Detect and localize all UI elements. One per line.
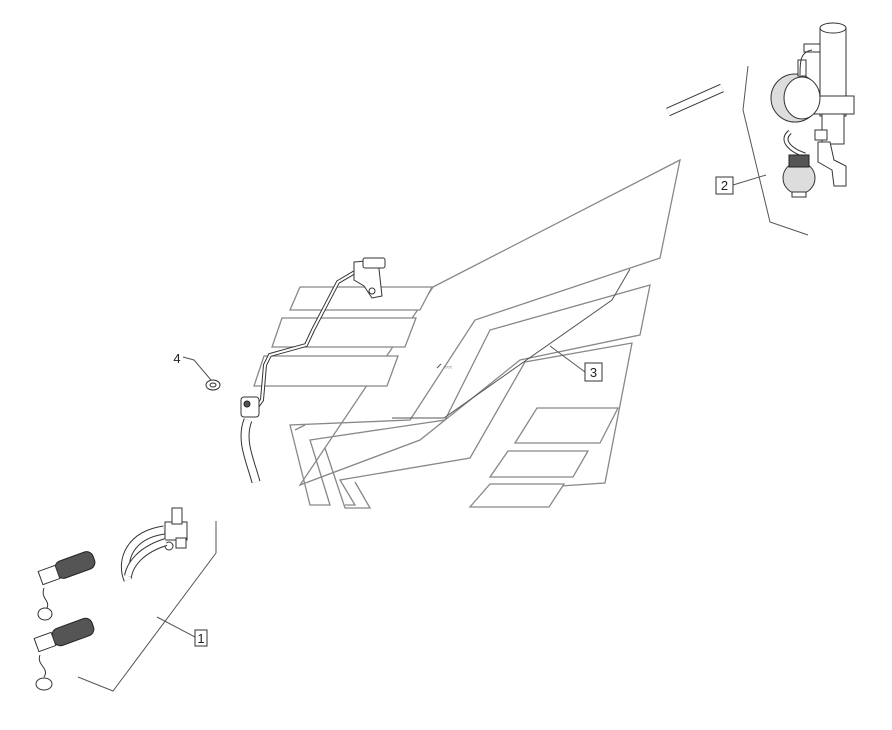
callout-1-label: 1	[197, 631, 204, 646]
callout-3[interactable]: 3	[584, 362, 603, 382]
callout-4[interactable]: 4	[173, 351, 180, 366]
panel-marking: ≈≈≈	[436, 363, 452, 371]
callout-2-label: 2	[721, 178, 728, 193]
pipe-assembly-center	[240, 257, 386, 484]
washer	[205, 379, 221, 391]
slat-group-right	[468, 407, 620, 508]
slat-group-left	[253, 286, 434, 387]
callout-1[interactable]: 1	[194, 629, 208, 647]
coupler-assembly	[33, 507, 188, 691]
hose-segment-top	[666, 83, 724, 117]
leader-lines	[77, 65, 809, 692]
callout-2[interactable]: 2	[715, 176, 734, 195]
svg-text:≈≈≈: ≈≈≈	[444, 365, 452, 371]
callout-3-label: 3	[590, 365, 597, 380]
callout-4-label: 4	[173, 351, 180, 366]
accumulator-assembly	[770, 22, 855, 198]
